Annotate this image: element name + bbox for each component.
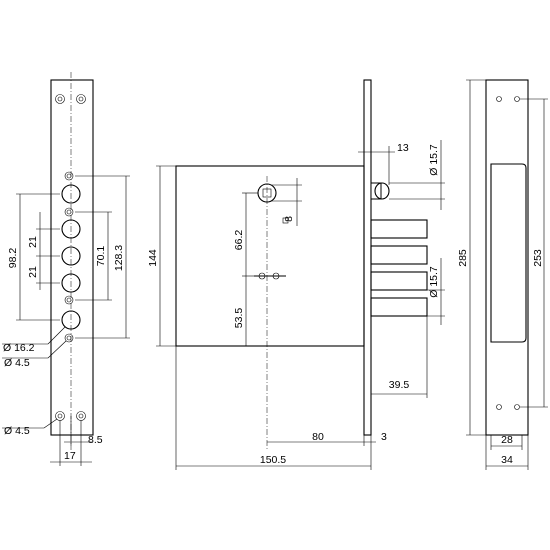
square-symbol xyxy=(282,217,289,224)
dim-144: 144 xyxy=(147,165,176,347)
dim-17: 17 xyxy=(50,420,92,466)
dim-150-5-label: 150.5 xyxy=(260,454,286,466)
dim-21-lower-label: 21 xyxy=(27,266,39,278)
cylinder-cam xyxy=(254,272,286,280)
leader-16-2: Ø 16.2 xyxy=(2,326,66,354)
dim-34: 34 xyxy=(485,435,529,470)
dim-17-label: 17 xyxy=(64,450,76,462)
dim-70-1-label: 70.1 xyxy=(95,246,107,267)
front-plate-side xyxy=(363,79,372,436)
dim-128-3: 128.3 xyxy=(75,175,130,339)
dim-15-7-lower: Ø 15.7 xyxy=(427,258,445,325)
dim-15-7-lower-label: Ø 15.7 xyxy=(428,266,440,298)
dim-80-label: 80 xyxy=(312,431,324,443)
faceplate-back-view: 285 253 28 34 xyxy=(457,79,548,470)
screw-holes-bottom xyxy=(55,411,86,421)
bolt-holes xyxy=(61,171,81,343)
dim-98-2: 98.2 xyxy=(7,193,60,321)
dim-98-2-label: 98.2 xyxy=(7,248,19,269)
dim-150-5: 150.5 xyxy=(175,346,371,470)
dim-128-3-label: 128.3 xyxy=(113,245,125,271)
latch-head xyxy=(374,182,390,200)
deadbolts xyxy=(370,219,428,317)
dim-21-upper: 21 xyxy=(27,212,60,257)
lock-case-outline xyxy=(175,165,365,347)
faceplate-front-outline xyxy=(50,79,94,436)
screw-holes-top xyxy=(55,94,86,104)
dim-28-label: 28 xyxy=(501,434,513,446)
dim-53-5: 53.5 xyxy=(233,276,250,347)
dim-34-label: 34 xyxy=(501,454,513,466)
dim-285: 285 xyxy=(457,79,486,436)
dim-4-5-lower-label: Ø 4.5 xyxy=(4,425,30,437)
faceplate-front-view: 98.2 21 21 70.1 128.3 xyxy=(2,72,130,466)
dim-70-1: 70.1 xyxy=(75,211,112,301)
dim-21-lower: 21 xyxy=(27,256,60,290)
dim-13-label: 13 xyxy=(397,142,409,154)
dim-21-upper-label: 21 xyxy=(27,236,39,248)
faceplate-back-outline xyxy=(485,79,529,436)
leader-4-5-upper: Ø 4.5 xyxy=(2,340,67,369)
dim-8-5-label: 8.5 xyxy=(88,434,103,446)
dim-39-5: 39.5 xyxy=(371,316,428,398)
dim-285-label: 285 xyxy=(457,249,469,267)
dim-15-7-upper: Ø 15.7 xyxy=(389,140,445,210)
dim-39-5-label: 39.5 xyxy=(389,379,410,391)
dim-144-label: 144 xyxy=(147,249,159,267)
dim-53-5-label: 53.5 xyxy=(233,308,245,329)
dim-16-2-label: Ø 16.2 xyxy=(3,342,35,354)
back-screw-holes xyxy=(496,96,520,410)
dim-3: 3 xyxy=(370,431,387,470)
dim-66-2-label: 66.2 xyxy=(233,230,245,251)
dim-66-2: 66.2 xyxy=(233,192,258,277)
dim-square-8: 8 xyxy=(271,178,302,226)
dim-28: 28 xyxy=(490,434,523,450)
latch-stem xyxy=(370,182,382,200)
leader-4-5-lower: Ø 4.5 xyxy=(2,418,58,437)
dim-3-label: 3 xyxy=(381,431,387,443)
dim-square-8-label: 8 xyxy=(283,216,295,222)
dim-80: 80 xyxy=(267,431,376,446)
lock-body-view: 144 66.2 53.5 8 13 xyxy=(147,79,445,470)
dim-15-7-upper-label: Ø 15.7 xyxy=(428,144,440,176)
dim-4-5-upper-label: Ø 4.5 xyxy=(4,357,30,369)
bolt-slot xyxy=(490,163,527,343)
dim-253-label: 253 xyxy=(532,249,544,267)
dim-13: 13 xyxy=(358,142,409,185)
dim-253: 253 xyxy=(520,98,548,408)
dim-8-5: 8.5 xyxy=(64,416,103,446)
